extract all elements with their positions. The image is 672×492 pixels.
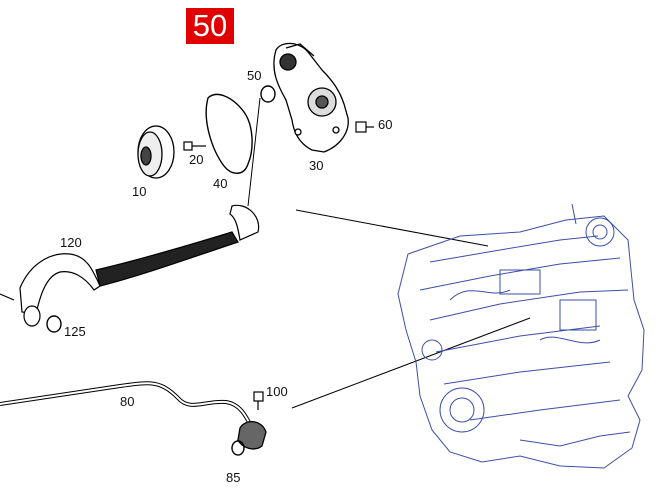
part-20-bolt: [183, 141, 206, 151]
callout-20: 20: [189, 152, 203, 167]
diagram-number-badge: 50: [186, 8, 234, 44]
callout-10: 10: [132, 184, 146, 199]
engine-block-illustration: [397, 203, 645, 469]
part-120-hose: [0, 204, 260, 327]
callout-30: 30: [309, 158, 323, 173]
callout-60: 60: [378, 117, 392, 132]
part-85-fitting: [231, 421, 267, 456]
part-10-pulley: [137, 125, 175, 179]
callout-50: 50: [247, 68, 261, 83]
part-30-housing: [273, 42, 349, 153]
part-50-seal-ring: [260, 85, 276, 103]
callout-40: 40: [213, 176, 227, 191]
part-40-gasket: [205, 93, 253, 174]
callout-80: 80: [120, 394, 134, 409]
callout-100: 100: [266, 384, 288, 399]
callout-labels: 50 60 30 20 10 40 120 125 80 100 85: [60, 68, 392, 485]
part-125-seal-ring: [46, 315, 62, 333]
callout-85: 85: [226, 470, 240, 485]
part-60-bolt: [355, 121, 374, 133]
callout-120: 120: [60, 235, 82, 250]
callout-125: 125: [64, 324, 86, 339]
leader-lines: [247, 97, 531, 409]
part-100-bolt: [253, 391, 264, 410]
